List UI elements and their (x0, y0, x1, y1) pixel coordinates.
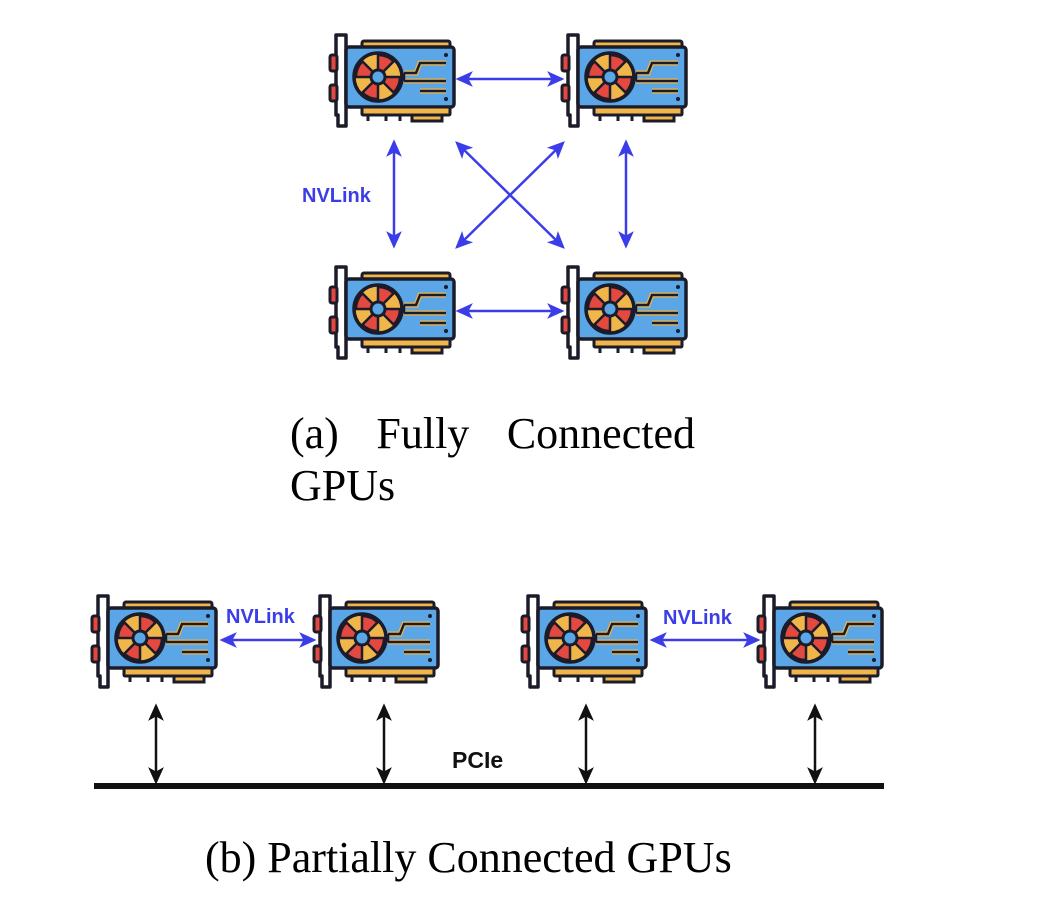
gpu-2-icon (314, 596, 438, 687)
caption-a-word1: Fully (376, 409, 470, 458)
caption-a-line2: GPUs (290, 461, 396, 510)
nvlink-label-left: NVLink (226, 606, 296, 628)
caption-a-label: (a) (290, 409, 339, 458)
nvlink-label-a: NVLink (302, 185, 372, 207)
figure-b: NVLink NVLink PCIe (92, 596, 884, 789)
figure-a: NVLink (302, 35, 686, 358)
caption-a: (a) Fully Connected GPUs (290, 408, 695, 512)
caption-a-word2: Connected (506, 409, 695, 458)
gpu-top-right-icon (562, 35, 686, 126)
gpu-4-icon (758, 596, 882, 687)
gpu-1-icon (92, 596, 216, 687)
gpu-3-icon (522, 596, 646, 687)
gpu-top-left-icon (330, 35, 454, 126)
pcie-label: PCIe (452, 747, 503, 773)
gpu-bottom-left-icon (330, 267, 454, 358)
gpu-bottom-right-icon (562, 267, 686, 358)
nvlink-label-right: NVLink (663, 607, 733, 629)
nvlink-edge-diagonal-up (455, 141, 565, 249)
caption-b: (b) Partially Connected GPUs (205, 833, 732, 882)
